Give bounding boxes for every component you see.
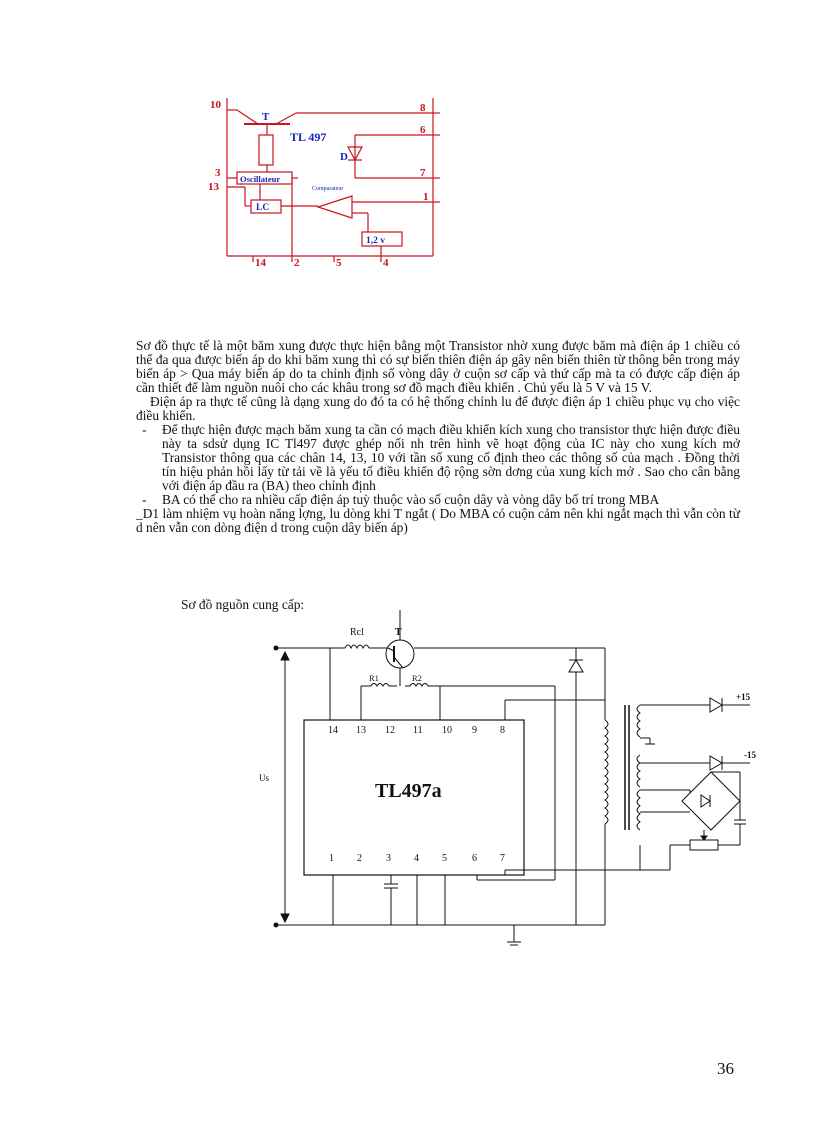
- pin-5-label: 5: [336, 257, 342, 269]
- pin-1-label: 1: [423, 191, 429, 203]
- pin-2-label: 2: [294, 257, 300, 269]
- ic-pin-label: 11: [413, 725, 423, 736]
- ic-pin-label: 1: [329, 853, 334, 864]
- transistor-t-label: T: [395, 627, 402, 638]
- tl497-block-diagram: 10 8 6 3 13 7 1 14 2 5 4 T TL 497 D Osci…: [208, 98, 440, 269]
- ic-pin-label: 14: [328, 725, 338, 736]
- pin-4-label: 4: [383, 257, 389, 269]
- rcl-label: Rcl: [350, 627, 364, 638]
- figure-caption: Sơ đồ nguồn cung cấp:: [181, 597, 305, 612]
- ic-pin-label: 5: [442, 853, 447, 864]
- paragraph-1: Sơ đồ thực tế là một băm xung được thực …: [136, 338, 740, 395]
- ic-tl497a-label: TL497a: [375, 780, 442, 802]
- r1-label: R1: [369, 673, 379, 683]
- bullet-item-1: -Để thực hiện được mạch băm xung ta cần …: [136, 423, 740, 493]
- ic-bottom-pin-labels: 1 2 3 4 5 6 7: [329, 853, 505, 864]
- bullet-dash: -: [142, 422, 147, 437]
- ic-pin-label: 2: [357, 853, 362, 864]
- pin-14-label: 14: [255, 257, 267, 269]
- ic-pin-label: 12: [385, 725, 395, 736]
- pin-6-label: 6: [420, 124, 426, 136]
- pin-3-label: 3: [215, 167, 221, 179]
- input-terminal-bottom: [273, 922, 279, 928]
- chip-label: TL 497: [290, 130, 326, 144]
- ref-voltage-label: 1,2 v: [366, 236, 385, 246]
- ic-pin-label: 6: [472, 853, 477, 864]
- lc-label: LC: [256, 203, 269, 213]
- ic-pin-label: 13: [356, 725, 366, 736]
- us-label: Us: [259, 773, 269, 783]
- ic-pin-label: 10: [442, 725, 452, 736]
- ic-pin-label: 9: [472, 725, 477, 736]
- r2-label: R2: [412, 673, 422, 683]
- paragraph-3: _D1 làm nhiệm vụ hoàn năng lợng, lu dòng…: [136, 506, 740, 535]
- pin-8-label: 8: [420, 102, 426, 114]
- oscillator-label: Oscillateur: [240, 174, 280, 184]
- pin-13-label: 13: [208, 181, 220, 193]
- pin-10-label: 10: [210, 99, 222, 111]
- diode-label: D: [340, 151, 348, 163]
- bullet-item-2-text: BA có thể cho ra nhiều cấp điện áp tuỳ t…: [162, 492, 660, 507]
- body-text: Sơ đồ thực tế là một băm xung được thực …: [136, 339, 740, 535]
- ic-top-pin-labels: 14 13 12 11 10 9 8: [328, 725, 505, 736]
- bullet-item-1-text: Để thực hiện được mạch băm xung ta cần c…: [162, 422, 740, 493]
- output-minus-15-label: -15: [744, 750, 756, 760]
- comparator-label: Comparateur: [312, 186, 343, 192]
- bullet-dash: -: [142, 492, 147, 507]
- ic-pin-label: 4: [414, 853, 419, 864]
- ic-pin-label: 8: [500, 725, 505, 736]
- output-plus-15-label: +15: [736, 692, 751, 702]
- input-terminal-top: [273, 645, 279, 651]
- ic-pin-label: 7: [500, 853, 505, 864]
- ic-pin-label: 3: [386, 853, 391, 864]
- pin-7-label: 7: [420, 167, 426, 179]
- paragraph-2: Điện áp ra thực tế cũng là dạng xung do …: [136, 394, 740, 423]
- page-number: 36: [717, 1059, 734, 1078]
- transistor-label: T: [262, 111, 270, 123]
- bullet-item-2: -BA có thể cho ra nhiều cấp điện áp tuỳ …: [136, 493, 740, 507]
